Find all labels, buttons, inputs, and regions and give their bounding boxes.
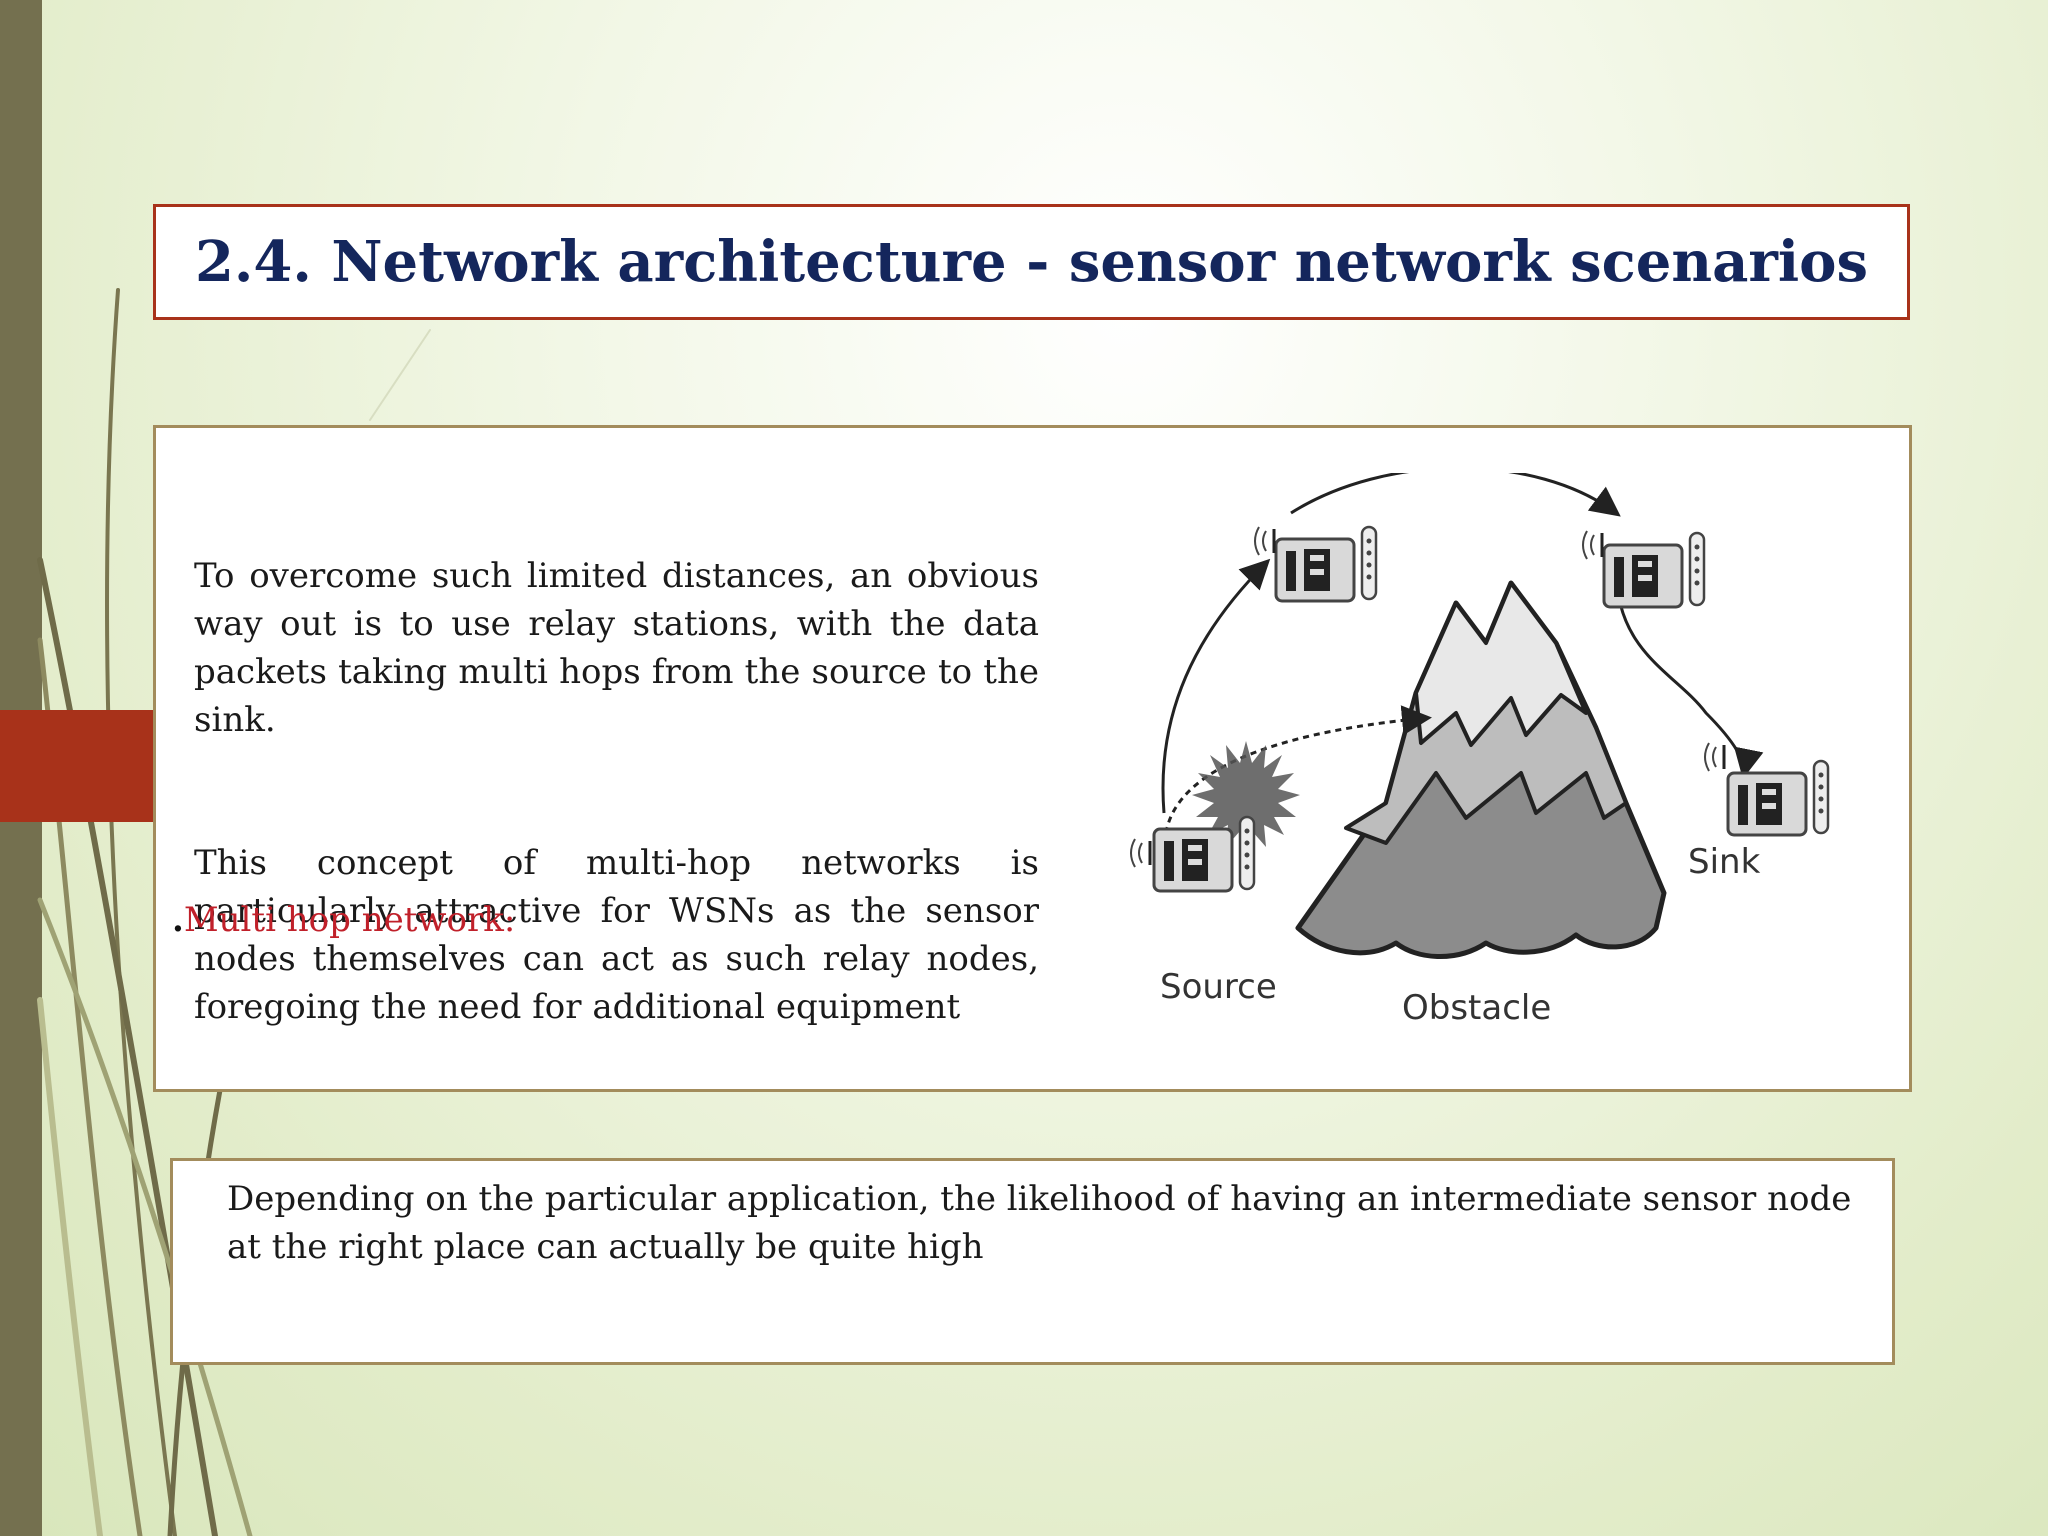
multi-hop-network-label: .Multi hop network: — [172, 896, 515, 944]
hop-arrow-source-relay1 — [1161, 558, 1271, 814]
note-text: Depending on the particular application,… — [227, 1179, 1852, 1267]
obstacle-mountain — [1295, 580, 1667, 960]
paragraph-relay-stations: To overcome such limited distances, an o… — [194, 556, 1039, 740]
title-box: 2.4. Network architecture - sensor netwo… — [153, 204, 1910, 320]
source-antenna-icon — [1129, 837, 1152, 869]
sink-label: Sink — [1688, 842, 1761, 882]
paragraph-multi-hop-concept: This concept of multi-hop networks is pa… — [194, 843, 1039, 1027]
note-box: Depending on the particular application,… — [170, 1158, 1895, 1365]
content-box: To overcome such limited distances, an o… — [153, 425, 1912, 1092]
relay1-antenna-icon — [1253, 525, 1276, 557]
source-label: Source — [1160, 967, 1277, 1007]
source-node — [1152, 815, 1256, 893]
direct-dashed-arrow — [1164, 705, 1432, 834]
relay-node-1 — [1274, 525, 1378, 603]
label-text: Multi hop network: — [183, 900, 516, 940]
red-accent-block — [0, 710, 153, 822]
obstacle-label: Obstacle — [1402, 988, 1551, 1028]
sink-antenna-icon — [1703, 741, 1726, 773]
multi-hop-diagram: Source Sink Obstacle — [1129, 473, 1830, 1028]
relay-node-2 — [1602, 531, 1706, 609]
hop-arrow-relay1-relay2 — [1290, 473, 1621, 517]
label-bullet: . — [172, 900, 184, 940]
blocked-signal-burst — [1192, 741, 1300, 853]
relay2-antenna-icon — [1581, 529, 1604, 561]
sink-node — [1726, 759, 1830, 837]
slide-title: 2.4. Network architecture - sensor netwo… — [194, 229, 1869, 295]
hop-arrow-relay2-sink — [1614, 567, 1764, 779]
